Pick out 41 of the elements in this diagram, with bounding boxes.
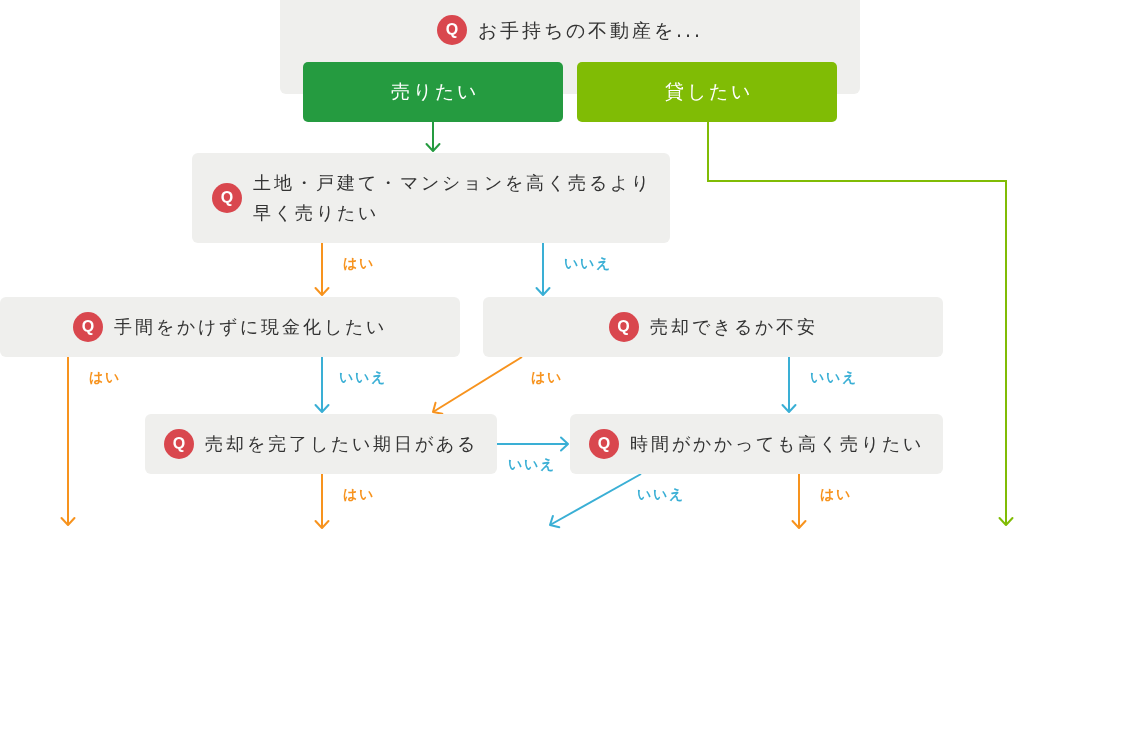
q-badge: Q	[589, 429, 619, 459]
q-badge: Q	[608, 312, 639, 342]
question-box	[192, 153, 670, 243]
edge-label: いいえ	[637, 485, 685, 503]
arrow	[535, 242, 551, 296]
arrow	[781, 356, 797, 413]
answer-option: 売りたい	[303, 62, 563, 122]
arrow	[549, 473, 642, 529]
question-box	[0, 297, 460, 357]
arrow	[314, 356, 330, 413]
question-heading: お手持ちの不動産を...	[477, 18, 704, 43]
question-text: 手間をかけずに現金化したい	[114, 315, 387, 339]
q-badge: Q	[73, 312, 103, 342]
question-box	[483, 297, 943, 357]
arrow	[314, 242, 330, 296]
arrow	[60, 356, 76, 526]
edge-label: いいえ	[508, 455, 556, 473]
edge-label: いいえ	[564, 254, 612, 272]
q-badge: Q	[436, 15, 467, 45]
arrow	[314, 473, 330, 529]
answer-option: 貸したい	[577, 62, 837, 122]
question-text: 土地・戸建て・マンションを高く売るより早く売りたい	[253, 171, 653, 225]
question-text: 売却を完了したい期日がある	[205, 432, 478, 456]
arrow	[496, 436, 569, 452]
arrow	[432, 356, 523, 415]
arrow	[791, 473, 807, 529]
arrow	[425, 121, 441, 152]
edge-label: いいえ	[810, 368, 858, 386]
question-text: 時間がかかっても高く売りたい	[630, 432, 924, 456]
edge-label: いいえ	[339, 368, 387, 386]
edge-label: はい	[343, 254, 375, 272]
question-box	[570, 414, 943, 474]
question-box	[145, 414, 497, 474]
question-text: 売却できるか不安	[649, 315, 818, 339]
edge-label: はい	[820, 485, 852, 503]
edge-label: はい	[343, 485, 375, 503]
edge-label: はい	[89, 368, 121, 386]
arrow	[707, 121, 1014, 526]
q-badge: Q	[212, 183, 242, 213]
q-badge: Q	[164, 429, 194, 459]
edge-label: はい	[531, 368, 563, 386]
